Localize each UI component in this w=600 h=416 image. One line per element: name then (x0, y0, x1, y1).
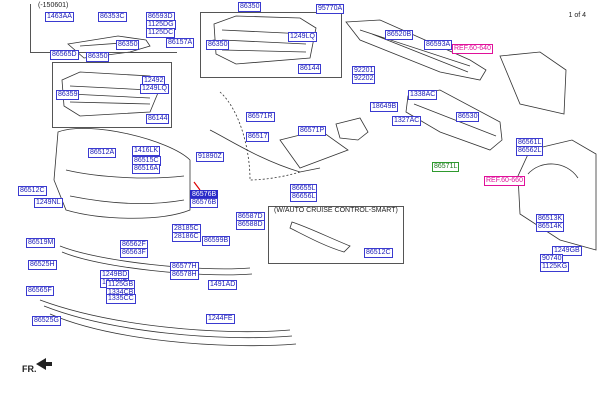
part-label-86350a[interactable]: 86350 (116, 40, 140, 50)
wiring-harness-part (219, 91, 301, 181)
part-label-86599b[interactable]: 86599B (202, 236, 231, 246)
part-label-86350b[interactable]: 86350 (238, 2, 262, 12)
part-label-1338ac[interactable]: 1338AC (408, 90, 438, 100)
part-label-86588d[interactable]: 86588D (236, 220, 265, 230)
part-label-86571l[interactable]: 86571L (432, 162, 460, 172)
part-label-86525h[interactable]: 86525H (28, 260, 57, 270)
page-indicator: 1 of 4 (568, 12, 586, 19)
part-label-86512c2[interactable]: 86512C (364, 248, 393, 258)
part-label-86359[interactable]: 86359 (56, 90, 80, 100)
part-label-86576bb[interactable]: 86576B (190, 198, 219, 208)
fender-part (517, 139, 597, 251)
part-label-86512a[interactable]: 86512A (88, 148, 117, 158)
part-label-86565f[interactable]: 86565F (26, 286, 54, 296)
bumper-cover-part (53, 128, 191, 219)
radiator-support-part (499, 51, 567, 115)
lip-part (209, 129, 321, 173)
part-label-12492b[interactable]: 1249LQ (288, 32, 317, 42)
fr-arrow-icon (36, 358, 52, 370)
part-label-86517[interactable]: 86517 (246, 132, 270, 142)
fog-lamp-part (335, 117, 369, 141)
lower-trim-part (59, 245, 251, 270)
part-label-86571p[interactable]: 86571P (298, 126, 327, 136)
part-label-86516a[interactable]: 86516A (132, 164, 161, 174)
part-label-86562l[interactable]: 86562L (516, 146, 544, 156)
part-label-86519m[interactable]: 86519M (26, 238, 56, 248)
group-frame-upper-grille (200, 12, 342, 78)
part-label-1249gb[interactable]: 1249GB (552, 246, 582, 256)
part-label-ref60660[interactable]: REF.60-660 (484, 176, 525, 186)
part-label-1125kg[interactable]: 1125KG (540, 262, 570, 272)
radar-cover-part (289, 221, 351, 253)
part-label-1125dc[interactable]: 1125DC (146, 28, 176, 38)
part-label-86593a[interactable]: 86593A (424, 40, 453, 50)
part-label-1249nl[interactable]: 1249NL (34, 198, 63, 208)
part-label-86530[interactable]: 86530 (456, 112, 480, 122)
part-label-86144a[interactable]: 86144 (146, 114, 170, 124)
part-label-86350c[interactable]: 86350 (86, 52, 110, 62)
skid-plate-part (39, 299, 291, 333)
energy-absorber-part (345, 19, 487, 81)
part-label-86571r[interactable]: 86571R (246, 112, 275, 122)
upper-bracket-part (67, 35, 151, 59)
part-label-1249lq[interactable]: 1249LQ (140, 84, 169, 94)
part-label-86563f[interactable]: 86563F (120, 248, 148, 258)
bumper-beam-part (405, 89, 503, 151)
part-label-28186c[interactable]: 28186C (172, 232, 201, 242)
radiator-grille-part (61, 71, 161, 117)
header-note: (-150601) (38, 2, 69, 9)
part-label-18649b[interactable]: 18649B (370, 102, 399, 112)
part-label-86144b[interactable]: 86144 (298, 64, 322, 74)
part-label-91890z[interactable]: 91890Z (196, 152, 224, 162)
part-label-ref60640[interactable]: REF.60-640 (452, 44, 493, 54)
part-label-86350d[interactable]: 86350 (206, 40, 230, 50)
group-frame-grille (52, 62, 172, 128)
part-label-86157a[interactable]: 86157A (166, 38, 195, 48)
part-label-1463aa[interactable]: 1463AA (45, 12, 74, 22)
part-label-95770a[interactable]: 95770A (316, 4, 345, 14)
part-label-86578h[interactable]: 86578H (170, 270, 199, 280)
part-label-1244fe[interactable]: 1244FE (206, 314, 235, 324)
part-label-86656l[interactable]: 86656L (290, 192, 318, 202)
part-label-86512c[interactable]: 86512C (18, 186, 47, 196)
part-label-86514k[interactable]: 86514K (536, 222, 565, 232)
cruise-box-title: (W/AUTO CRUISE CONTROL-SMART) (274, 207, 398, 214)
front-direction-label: FR. (22, 364, 37, 374)
part-label-1416lk[interactable]: 1416LK (132, 146, 161, 156)
upper-grille-part (213, 15, 317, 65)
part-label-86520b[interactable]: 86520B (385, 30, 414, 40)
part-label-86525g[interactable]: 86525G (32, 316, 61, 326)
part-label-86565d[interactable]: 86565D (50, 50, 79, 60)
part-label-1335cc[interactable]: 1335CC (106, 294, 136, 304)
part-label-92202[interactable]: 92202 (352, 74, 376, 84)
part-label-1327ac[interactable]: 1327AC (392, 116, 422, 126)
part-label-86353c[interactable]: 86353C (98, 12, 127, 22)
group-frame-cruise-control (268, 206, 404, 264)
part-label-1491ad[interactable]: 1491AD (208, 280, 238, 290)
